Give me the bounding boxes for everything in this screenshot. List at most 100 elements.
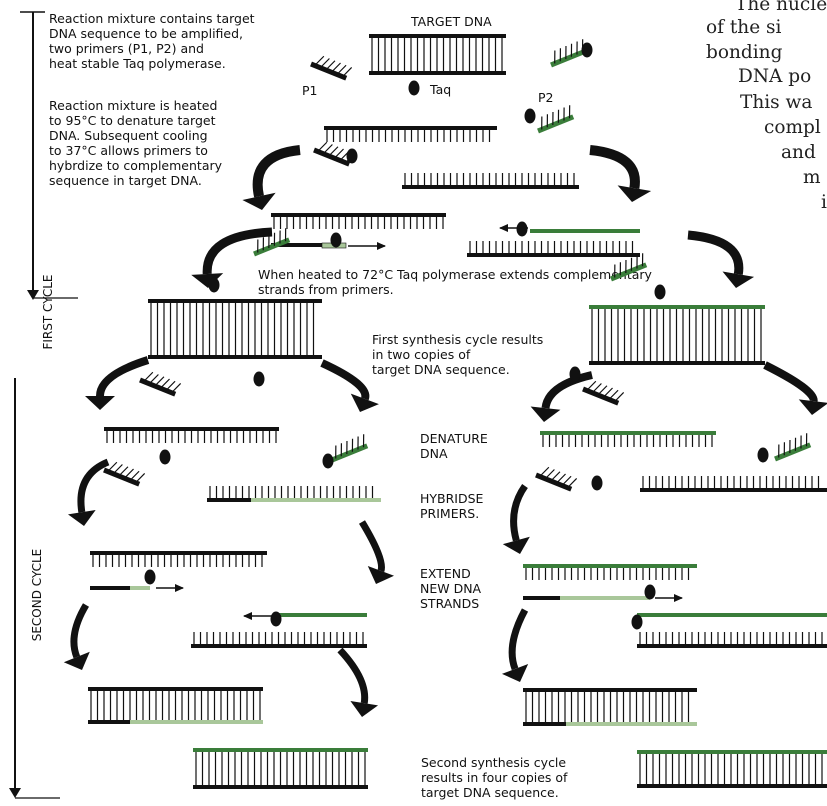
target-dna-bases <box>371 36 503 73</box>
curved-arrow <box>77 458 110 513</box>
extend-label: EXTEND NEW DNA STRANDS <box>420 566 482 611</box>
primer-p2-bases <box>614 253 644 278</box>
template-strand-bases <box>273 215 444 229</box>
extend-note: When heated to 72°C Taq polymerase exten… <box>258 267 652 297</box>
curved-arrow-head <box>85 396 115 410</box>
primer-p1-bases <box>107 461 146 484</box>
curved-arrow-head <box>63 651 90 670</box>
taq-icon <box>569 366 581 382</box>
taq-icon <box>757 447 769 463</box>
first-cycle-arrow-head <box>27 290 39 300</box>
primer-p2 <box>253 228 291 257</box>
primer-p2-bases <box>554 39 584 64</box>
first-cycle-result: First synthesis cycle results in two cop… <box>372 332 544 377</box>
template-strand-bases <box>193 632 364 646</box>
primer-p1-backbone <box>582 386 620 406</box>
p2-label: P2 <box>538 90 554 105</box>
taq-icon <box>144 569 156 585</box>
curved-arrow-head <box>798 399 827 415</box>
primer-p2-backbone <box>331 443 369 463</box>
taq-icon <box>346 148 358 164</box>
background-text-line: m <box>803 167 821 188</box>
curved-arrow <box>70 603 90 659</box>
curved-arrow <box>763 361 818 402</box>
background-text-line: i <box>821 192 827 213</box>
taq-icon <box>591 475 603 491</box>
denatured-top-strand-bases <box>326 128 491 142</box>
template-strand-bases <box>639 632 823 646</box>
primer-p1 <box>582 380 625 406</box>
curved-arrow-head <box>502 536 530 554</box>
background-text-line: This wa <box>740 92 813 113</box>
second-cycle-result: Second synthesis cycle results in four c… <box>421 755 568 800</box>
product-four-bases <box>639 752 823 786</box>
background-text-line: DNA po <box>738 66 812 87</box>
primer-p1 <box>139 371 182 397</box>
curved-arrow <box>202 227 273 275</box>
primer-p2 <box>550 39 588 68</box>
taq-polymerases <box>144 42 769 630</box>
curved-arrow-head <box>242 192 276 210</box>
background-text-line: compl <box>764 117 821 138</box>
taq-icon <box>159 449 171 465</box>
primer-p1-bases <box>317 141 356 164</box>
taq-icon <box>631 614 643 630</box>
primer-p2-backbone <box>253 237 291 257</box>
background-text-line: and <box>781 142 816 163</box>
denature-note: Reaction mixture is heated to 95°C to de… <box>49 98 223 188</box>
template-strand-bases <box>92 553 263 567</box>
target-dna-label: TARGET DNA <box>411 14 492 29</box>
product-two-bases <box>195 750 366 787</box>
primer-p1-bases <box>586 380 625 403</box>
curved-arrow-head <box>191 273 224 288</box>
curved-arrow-head <box>530 406 561 422</box>
primer-p1 <box>103 461 146 487</box>
primer-p1-backbone <box>535 472 573 492</box>
curved-arrow <box>508 608 529 671</box>
curved-arrow-head <box>350 700 379 717</box>
hybridise-label: HYBRIDSE PRIMERS. <box>420 491 484 521</box>
taq-icon <box>208 277 220 293</box>
template-strand-bases <box>469 241 634 255</box>
taq-icon <box>322 453 334 469</box>
curved-arrow <box>359 520 386 573</box>
taq-icon <box>581 42 593 58</box>
curved-arrows <box>63 145 827 717</box>
primer-p1-backbone <box>103 467 141 487</box>
product-three-bases <box>525 690 690 724</box>
primer-p1-bases <box>539 466 578 489</box>
primer-p2-bases <box>257 228 287 253</box>
copy-one-bases <box>150 301 315 357</box>
dna-strands <box>88 34 827 789</box>
denatured-strand-bases <box>642 476 820 490</box>
primer-p2-bases <box>335 434 365 459</box>
denatured-strand-bases <box>106 429 277 443</box>
intro-note: Reaction mixture contains target DNA seq… <box>49 11 255 71</box>
primer-p2 <box>774 433 812 462</box>
primer-p2-backbone <box>550 48 588 68</box>
taq-icon <box>253 371 265 387</box>
curved-arrow-head <box>350 393 379 412</box>
curved-arrow-head <box>617 185 652 202</box>
denatured-bottom-strand-bases <box>404 173 575 187</box>
extension-arrows <box>156 224 683 620</box>
taq-icon <box>270 611 282 627</box>
primer-p1-backbone <box>313 147 351 167</box>
curved-arrow <box>320 359 370 401</box>
curved-arrow <box>687 230 744 275</box>
taq-label: Taq <box>430 82 452 97</box>
taq-icon <box>654 284 666 300</box>
curved-arrow <box>589 145 640 190</box>
primer-p2 <box>537 105 575 134</box>
copy-two-bases <box>591 307 762 363</box>
denatured-strand-bases <box>542 433 713 447</box>
primer-p1-bases <box>314 55 353 78</box>
background-text-line: The nucle <box>735 0 827 15</box>
curved-arrow-head <box>501 663 529 682</box>
taq-icon <box>644 584 656 600</box>
primer-p2 <box>331 434 369 463</box>
taq-icon <box>516 221 528 237</box>
template-strand-bases <box>525 566 690 580</box>
